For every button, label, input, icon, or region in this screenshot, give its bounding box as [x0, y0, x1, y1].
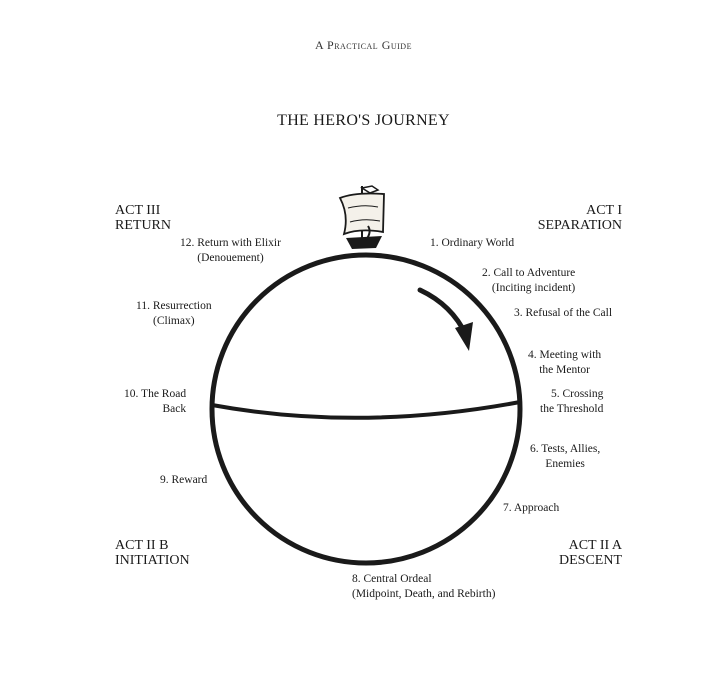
stage-label-2: 2. Call to Adventure (Inciting incident) [482, 267, 576, 294]
act-label-return: ACT III RETURN [115, 203, 171, 233]
stage-label-11: 11. Resurrection (Climax) [136, 300, 212, 327]
act-label-descent: ACT II A DESCENT [559, 538, 622, 568]
stage-label-9: 9. Reward [160, 474, 208, 486]
stage-label-5: 5. Crossing the Threshold [540, 388, 604, 415]
stage-label-4: 4. Meeting with the Mentor [528, 349, 602, 376]
stage-label-7: 7. Approach [503, 502, 560, 514]
diagram-title: THE HERO'S JOURNEY [277, 112, 450, 129]
stage-label-3: 3. Refusal of the Call [514, 307, 613, 319]
threshold-line [211, 400, 521, 420]
sailing-ship-icon [338, 185, 385, 249]
journey-circle [209, 252, 523, 566]
stage-label-10: 10. The Road Back [124, 388, 187, 415]
stage-label-12: 12. Return with Elixir (Denouement) [180, 237, 281, 264]
stage-label-1: 1. Ordinary World [430, 237, 515, 249]
running-header: A Practical Guide [315, 38, 412, 52]
act-label-separation: ACT I SEPARATION [537, 203, 622, 233]
stage-label-6: 6. Tests, Allies, Enemies [530, 443, 601, 470]
stage-label-8: 8. Central Ordeal (Midpoint, Death, and … [352, 573, 496, 600]
clockwise-arrow-icon [417, 287, 473, 351]
act-label-initiation: ACT II B INITIATION [115, 538, 190, 568]
